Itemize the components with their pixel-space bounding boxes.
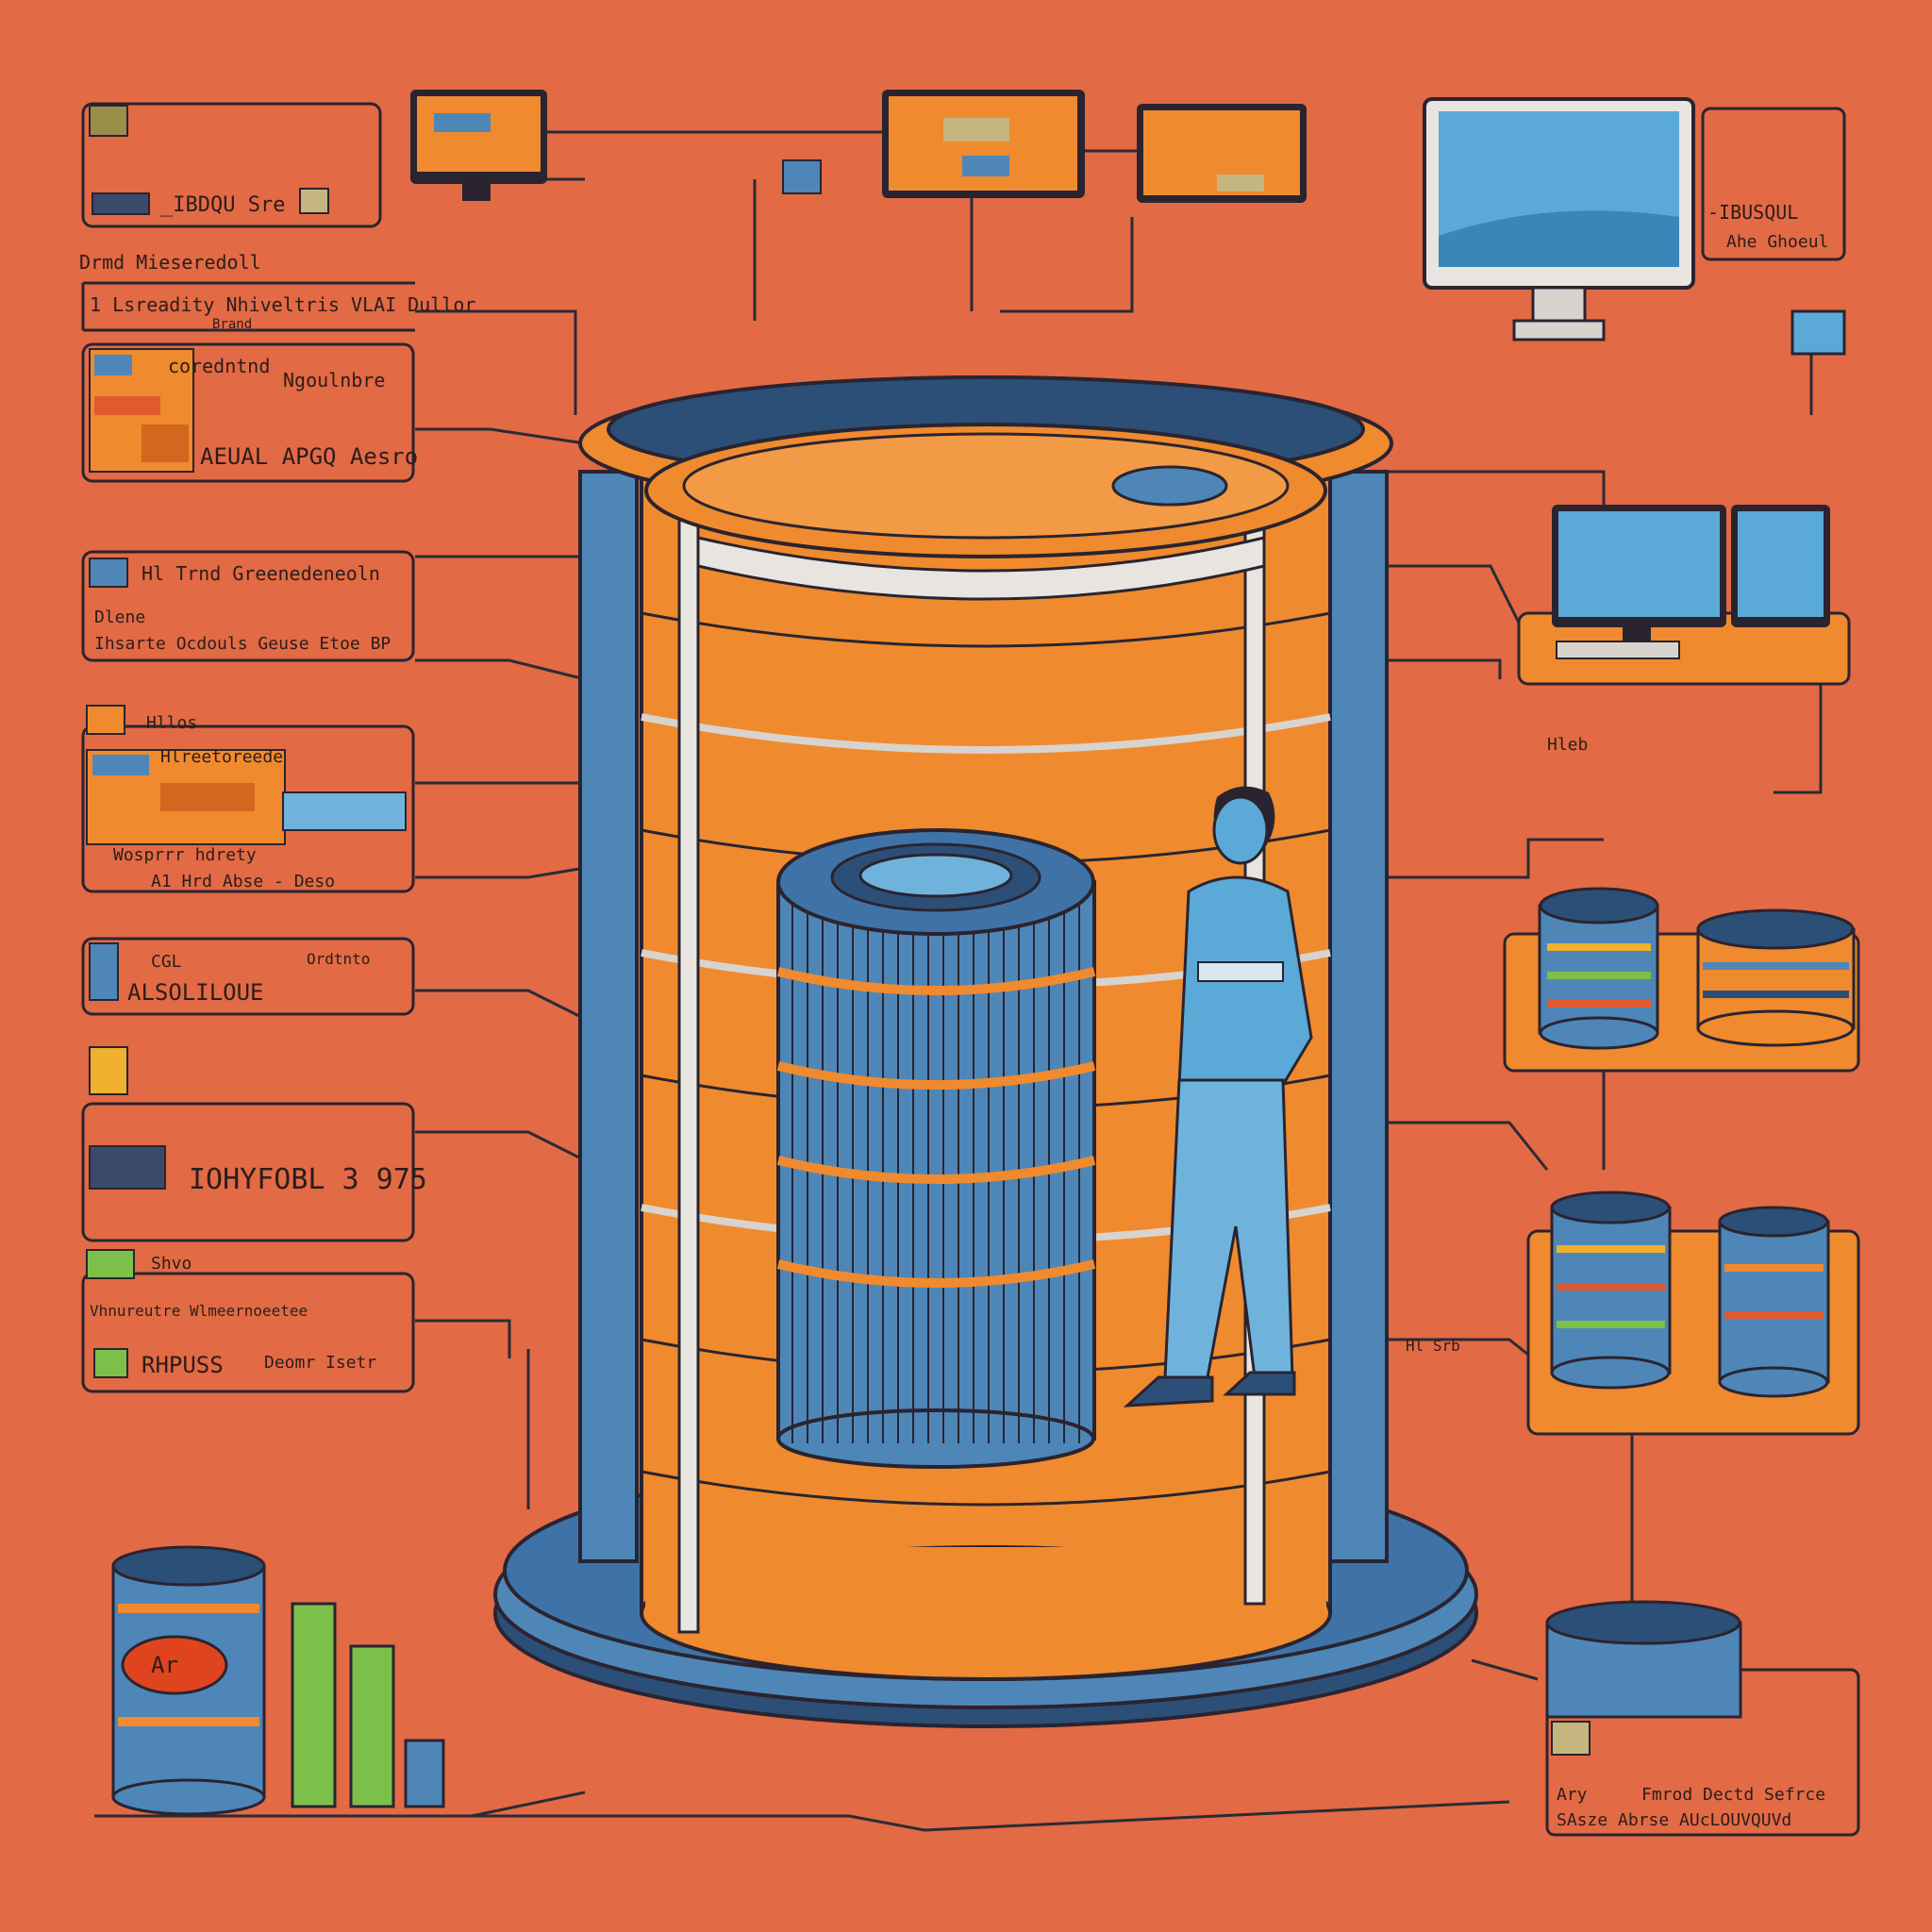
monitor-icon [1552,505,1726,646]
disk-stack-icon [1545,1600,1742,1719]
info-panel-8: Shvo Vhnureutre Wlmeernoeetee RHPUSS Deo… [81,1249,415,1393]
panel-2-line-1: Drmd Mieseredoll [79,251,261,274]
panel-6-line-1: CGL [151,952,182,972]
info-panel-7: IOHYFOBL 3 975 [81,1046,427,1242]
info-panel-4: Hl Trnd Greenedeneoln Dlene Ihsarte Ocdo… [81,550,415,662]
panel-8-line-2: Vhnureutre Wlmeernoeetee [90,1302,308,1320]
database-cylinder-icon [493,375,1478,1728]
right-panel-2-line-1: Hleb [1547,735,1588,755]
info-panel-1: _IBDQU Sre [81,102,382,228]
panel-8-line-1: Shvo [151,1254,192,1274]
monitor-icon [1731,505,1830,627]
monitor-icon [882,90,1085,198]
bar-chart-icon: Ar [111,1545,445,1816]
info-panel-2: Drmd Mieseredoll 1 Lsreadity Nhiveltris … [79,251,475,332]
panel-6-line-3: Ordtnto [307,950,370,968]
disk-stack-group-1 [1503,887,1860,1073]
panel-4-line-2: Dlene [94,608,145,627]
panel-5-line-3: Wosprrr hdrety [113,845,257,865]
disk-stack-icon [1550,1191,1672,1390]
info-panel-5: Hllos Hlreetoreede Wosprrr hdrety A1 Hrd… [81,705,415,893]
info-panel-6: CGL ALSOLILOUE Ordtnto [81,937,415,1016]
panel-2-line-2: 1 Lsreadity Nhiveltris VLAI Dullor [90,293,475,316]
right-panels: -IBUSQUL Ahe Ghoeul Hleb Hl Srb [1406,107,1860,1837]
info-panel-3: coredntnd Ngoulnbre AEUAL APGQ Aesro [81,342,418,483]
panel-8-line-4: Deomr Isetr [264,1353,376,1373]
bottom-right-line-3: SAsze Abrse AUcLOUVQUVd [1557,1810,1791,1830]
panel-5-line-2: Hlreetoreede [160,747,283,767]
core-cylinder [776,828,1096,1469]
top-devices [410,90,1846,356]
panel-3-line-1: coredntnd [168,355,270,377]
person-icon [1123,786,1313,1407]
right-panel-1-line-1: -IBUSQUL [1707,201,1798,224]
disk-stack-icon [1718,1206,1830,1398]
right-panel-1-line-2: Ahe Ghoeul [1726,232,1828,252]
bottom-right-panel: Ary Fmrod Dectd Sefrce SAsze Abrse AUcLO… [1545,1600,1860,1837]
panel-2-line-3: Brand [212,317,252,332]
panel-4-line-3: Ihsarte Ocdouls Geuse Etoe BP [94,634,391,654]
panel-3-line-3: AEUAL APGQ Aesro [200,443,418,470]
disk-stack-icon [1538,887,1659,1050]
panel-5-line-1: Hllos [146,713,197,733]
workstation [1517,505,1851,686]
disk-stack-icon: Ar [111,1545,266,1816]
monitor-icon [1137,104,1307,203]
monitor-icon [1423,97,1695,341]
panel-7-line-1: IOHYFOBL 3 975 [189,1163,427,1196]
bottom-right-line-2: Fmrod Dectd Sefrce [1641,1785,1825,1805]
panel-6-line-2: ALSOLILOUE [127,979,264,1006]
left-panels: _IBDQU Sre Drmd Mieseredoll 1 Lsreadity … [79,102,475,1393]
panel-3-line-2: Ngoulnbre [283,369,385,391]
disk-stack-icon [1696,908,1856,1047]
monitor-icon [410,90,547,201]
bottom-right-line-1: Ary [1557,1785,1588,1805]
disk-stack-group-2 [1526,1191,1860,1436]
panel-8-line-3: RHPUSS [142,1352,224,1378]
panel-5-line-4: A1 Hrd Abse - Deso [151,872,335,891]
chart-badge: Ar [151,1652,178,1678]
panel-4-line-1: Hl Trnd Greenedeneoln [142,562,380,585]
panel-1-line-1: _IBDQU Sre [160,193,285,217]
right-panel-3-line-1: Hl Srb [1406,1337,1460,1355]
connector-wires [94,130,1823,1832]
